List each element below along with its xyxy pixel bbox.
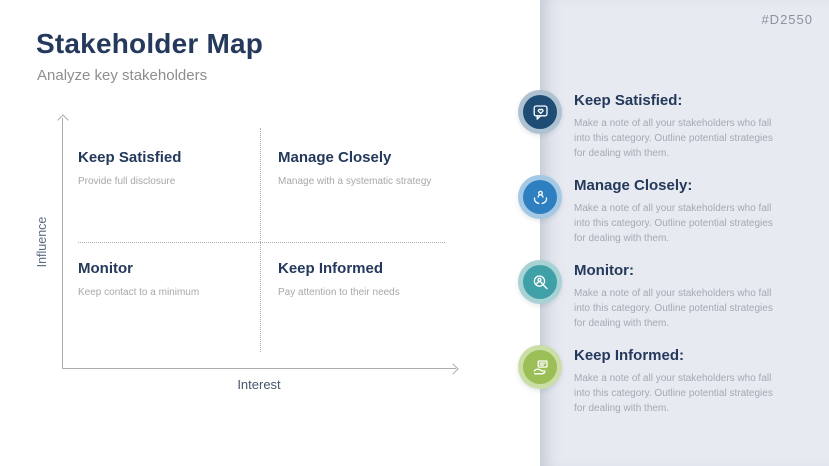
quadrant-description: Pay attention to their needs	[278, 287, 400, 298]
legend-item-description: Make a note of all your stakeholders who…	[574, 288, 773, 329]
legend-item-title: Manage Closely:	[574, 177, 693, 194]
legend-item-description: Make a note of all your stakeholders who…	[574, 118, 773, 159]
legend-icon-ring	[518, 345, 562, 389]
legend-item-description: Make a note of all your stakeholders who…	[574, 203, 773, 244]
legend-item-title: Keep Satisfied:	[574, 92, 683, 109]
influence-axis-line	[62, 118, 63, 369]
legend-icon-ring	[518, 175, 562, 219]
legend-panel-background	[540, 0, 829, 466]
quadrant-title: Monitor	[78, 260, 133, 277]
legend-item-manage-closely: Manage Closely: Make a note of all your …	[518, 175, 773, 246]
legend-item-title: Keep Informed:	[574, 347, 685, 364]
y-axis-label: Influence	[35, 216, 49, 268]
hand-screen-icon	[523, 350, 557, 384]
page-subtitle: Analyze key stakeholders	[37, 67, 208, 84]
interest-axis-line	[62, 368, 456, 369]
legend-item-title: Monitor:	[574, 262, 634, 279]
legend-item-keep-satisfied: Keep Satisfied: Make a note of all your …	[518, 90, 773, 161]
legend-item-keep-informed: Keep Informed: Make a note of all your s…	[518, 345, 773, 416]
quadrant-description: Manage with a systematic strategy	[278, 176, 432, 187]
quadrant-manage-closely: Manage Closely Manage with a systematic …	[278, 149, 458, 187]
legend-item-monitor: Monitor: Make a note of all your stakeho…	[518, 260, 773, 331]
quadrant-title: Manage Closely	[278, 149, 392, 166]
quadrant-description: Keep contact to a minimum	[78, 287, 200, 298]
hands-person-icon	[523, 180, 557, 214]
magnifier-person-icon	[523, 265, 557, 299]
axis-arrow-up-icon	[56, 114, 69, 126]
quadrant-keep-satisfied: Keep Satisfied Provide full disclosure	[78, 149, 258, 187]
x-axis-label: Interest	[237, 377, 281, 392]
legend-icon-ring	[518, 260, 562, 304]
legend-item-description: Make a note of all your stakeholders who…	[574, 373, 773, 414]
chat-heart-icon	[523, 95, 557, 129]
quadrant-divider-vertical	[260, 128, 261, 352]
legend-icon-ring	[518, 90, 562, 134]
quadrant-description: Provide full disclosure	[78, 176, 176, 187]
quadrant-keep-informed: Keep Informed Pay attention to their nee…	[278, 260, 458, 298]
axis-arrow-right-icon	[447, 362, 459, 375]
quadrant-title: Keep Informed	[278, 260, 384, 277]
quadrant-divider-horizontal	[78, 242, 445, 243]
slide-code: #D2550	[761, 12, 813, 27]
quadrant-monitor: Monitor Keep contact to a minimum	[78, 260, 258, 298]
quadrant-title: Keep Satisfied	[78, 149, 182, 166]
page-title: Stakeholder Map	[36, 28, 264, 59]
